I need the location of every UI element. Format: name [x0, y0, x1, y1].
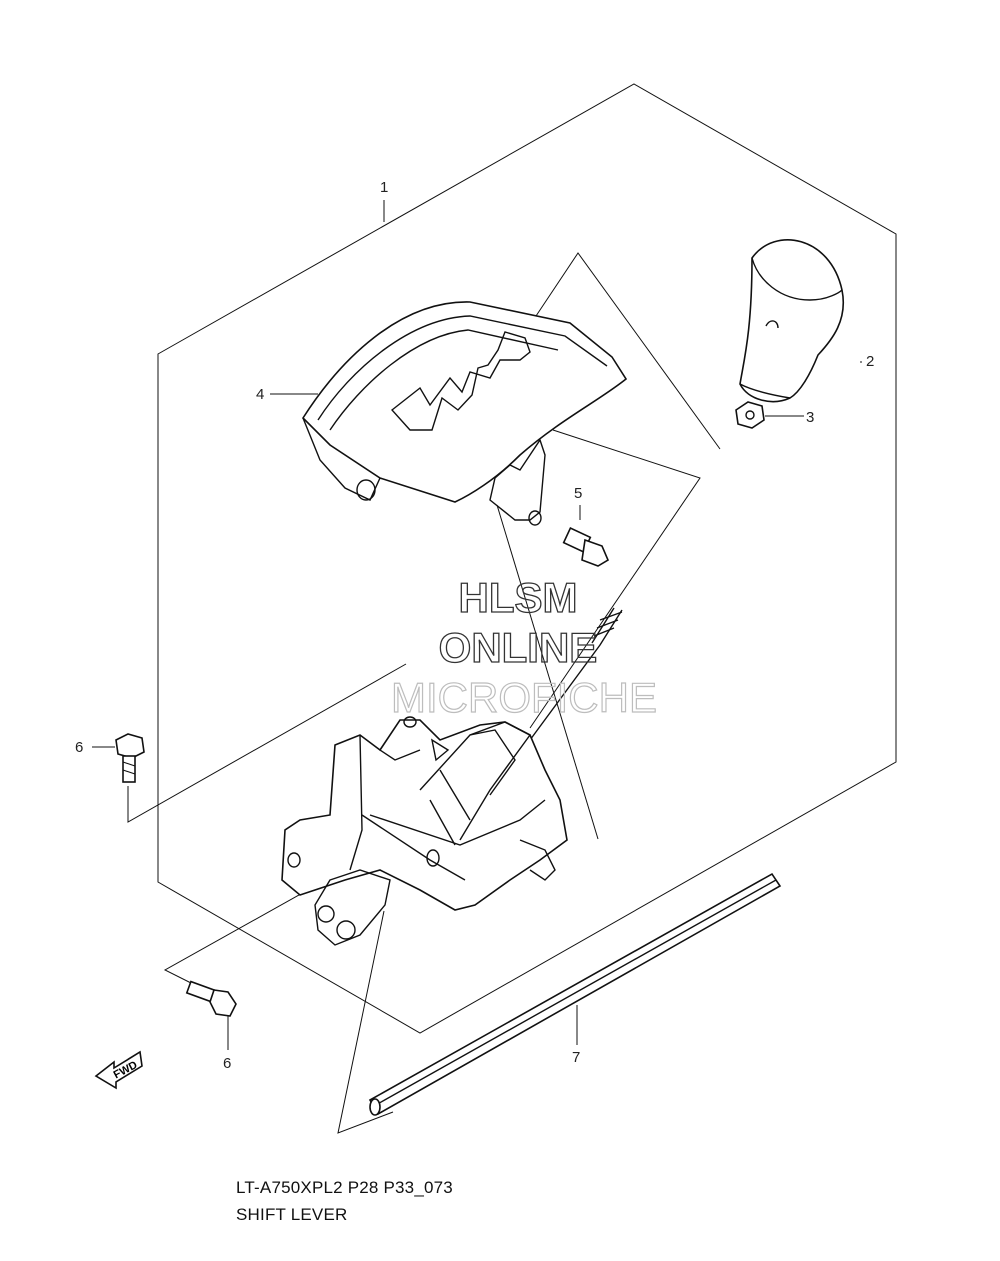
fwd-arrow-label: FWD	[112, 1059, 140, 1081]
callout-1: 1	[380, 179, 388, 196]
callout-5: 5	[574, 485, 582, 502]
diagram-title: SHIFT LEVER	[236, 1205, 348, 1224]
callout-6-upper: 6	[75, 739, 83, 756]
shift-cover-part	[301, 301, 628, 526]
callout-7: 7	[572, 1049, 580, 1066]
shift-lever-bracket-part	[281, 716, 568, 946]
shift-cable-part	[529, 607, 623, 741]
nut-part	[735, 401, 804, 429]
guide-line-bracket	[127, 663, 407, 823]
guide-line-cover-to-lever	[529, 429, 701, 729]
callout-6-lower: 6	[223, 1055, 231, 1072]
shift-knob-part	[739, 239, 845, 403]
bolt-part-6-upper	[92, 733, 145, 783]
watermark-line-1: HLSM	[459, 574, 578, 621]
guide-line-rod	[337, 910, 394, 1134]
callout-3: 3	[806, 409, 814, 426]
watermark-line-3: MICROFICHE	[391, 674, 657, 721]
bolt-part-6-lower	[185, 980, 237, 1050]
guide-line-bracket-bottom	[163, 885, 316, 986]
guide-line-knob	[531, 252, 721, 450]
watermark: HLSM ONLINE MICROFICHE	[390, 573, 657, 721]
guide-line-cover-left	[496, 504, 599, 840]
diagram-code: LT-A750XPL2 P28 P33_073	[236, 1178, 453, 1197]
bolt-part-5	[562, 505, 610, 567]
assembly-frame-outline	[157, 83, 897, 1034]
fwd-direction-arrow: FWD	[94, 1050, 143, 1090]
callout-4: 4	[256, 386, 264, 403]
shift-rod-part	[368, 872, 782, 1116]
callout-2: 2	[866, 353, 874, 370]
watermark-line-2: ONLINE	[439, 624, 598, 671]
